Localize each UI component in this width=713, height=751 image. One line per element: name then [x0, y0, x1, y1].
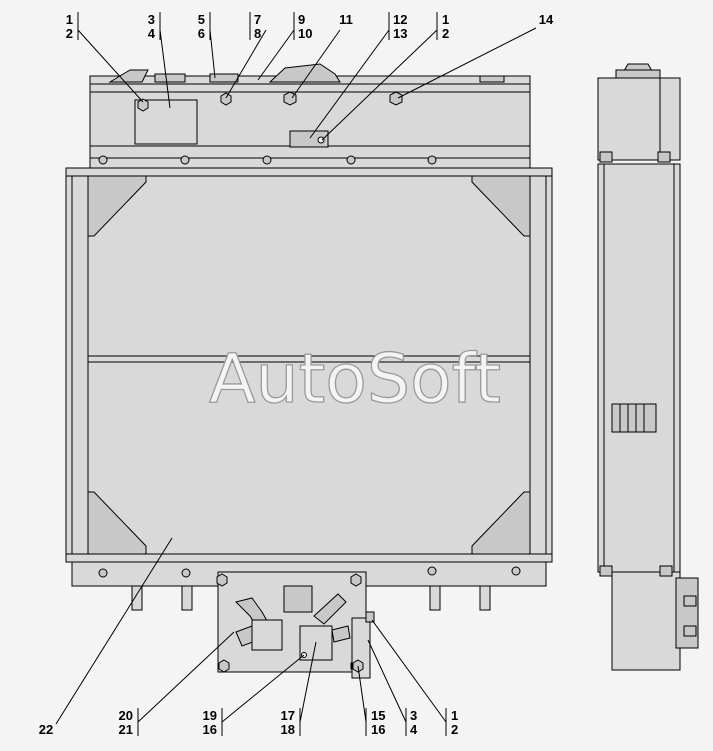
gusset-top-left [87, 175, 147, 237]
svg-text:6: 6 [198, 26, 205, 41]
side-tank-foot [657, 151, 671, 163]
steam-valve [268, 63, 341, 83]
side-bottom-tank [611, 571, 681, 671]
bolt-hex [220, 92, 232, 106]
right-side-channel [529, 169, 553, 557]
svg-text:2: 2 [442, 26, 449, 41]
callout-17-18: 17 18 [281, 708, 301, 737]
callout-5-6: 5 6 [198, 12, 211, 41]
bolt-hex [389, 91, 403, 106]
svg-text:5: 5 [198, 12, 205, 27]
side-outlet [675, 577, 699, 649]
callout-1-2: 1 2 [66, 12, 79, 41]
lower-crossbar [65, 553, 553, 563]
callout-12-13: 12 13 [388, 12, 407, 41]
bottom-tank-nuts [98, 566, 521, 578]
side-top-tank [597, 77, 681, 161]
top-clamp [209, 73, 239, 83]
svg-text:13: 13 [393, 26, 407, 41]
side-outlet-nut [683, 595, 697, 607]
filler-neck [108, 69, 149, 83]
svg-text:2: 2 [451, 722, 458, 737]
svg-text:1: 1 [451, 708, 458, 723]
side-outlet-nut [683, 625, 697, 637]
callout-3-4: 3 4 [148, 12, 161, 41]
callout-9-10: 9 10 [293, 12, 312, 41]
gusset-top-right [471, 175, 531, 237]
svg-text:7: 7 [254, 12, 261, 27]
callout-3-4-bottom: 3 4 [405, 708, 418, 737]
svg-text:16: 16 [203, 722, 217, 737]
svg-text:8: 8 [254, 26, 261, 41]
side-fin-pack [611, 403, 657, 433]
drain-pipe-stub [331, 625, 351, 643]
svg-text:9: 9 [298, 12, 305, 27]
callout-labels: 1 2 3 4 5 6 7 8 9 10 11 12 [39, 12, 554, 737]
bolt-hex [283, 91, 297, 106]
mounting-studs [131, 585, 491, 611]
top-bracket [154, 73, 186, 83]
side-cap-base [615, 69, 661, 79]
svg-text:1: 1 [442, 12, 449, 27]
gusset-bottom-left [87, 491, 147, 555]
sensor-screw [317, 136, 325, 144]
label-plate [134, 99, 198, 145]
bracket-bolt [365, 611, 375, 623]
side-core [597, 163, 681, 573]
callout-11: 11 [339, 12, 353, 27]
svg-text:4: 4 [148, 26, 156, 41]
flange-bolt [216, 573, 228, 587]
svg-text:17: 17 [281, 708, 295, 723]
top-pad [479, 75, 505, 83]
callout-15-16: 15 16 [365, 708, 385, 737]
watermark: AutoSoft [209, 340, 501, 419]
callout-14: 14 [539, 12, 554, 27]
side-lower-foot [599, 565, 613, 577]
side-tank-foot [599, 151, 613, 163]
svg-text:14: 14 [539, 12, 554, 27]
svg-text:20: 20 [119, 708, 133, 723]
svg-text:22: 22 [39, 722, 53, 737]
front-view [65, 63, 553, 679]
svg-text:4: 4 [410, 722, 418, 737]
gusset-bottom-right [471, 491, 531, 555]
svg-text:12: 12 [393, 12, 407, 27]
outlet-pipe-diagonal [313, 593, 347, 625]
callout-22: 22 [39, 722, 53, 737]
sensor-plate [289, 130, 329, 148]
svg-text:16: 16 [371, 722, 385, 737]
upper-crossbar [65, 167, 553, 177]
svg-text:21: 21 [119, 722, 133, 737]
leader-lines [55, 27, 537, 725]
callout-1-2-top-right: 1 2 [436, 12, 449, 41]
callout-7-8: 7 8 [249, 12, 261, 41]
outlet-block-left [251, 619, 283, 651]
callout-20-21: 20 21 [119, 708, 139, 737]
svg-text:2: 2 [66, 26, 73, 41]
svg-text:18: 18 [281, 722, 295, 737]
callout-1-2-bottom: 1 2 [445, 708, 458, 737]
outlet-window [283, 585, 313, 613]
side-view [597, 63, 699, 671]
left-side-channel [65, 169, 89, 557]
bolt-hex [137, 98, 149, 112]
side-lower-foot [659, 565, 673, 577]
svg-text:19: 19 [203, 708, 217, 723]
svg-text:1: 1 [66, 12, 73, 27]
svg-text:15: 15 [371, 708, 385, 723]
flange-bolt [350, 573, 362, 587]
radiator-core [87, 175, 531, 555]
svg-text:11: 11 [339, 12, 353, 27]
tank-mount-nuts [98, 155, 437, 165]
svg-text:10: 10 [298, 26, 312, 41]
callout-19-16: 19 16 [203, 708, 223, 737]
flange-bolt [218, 659, 230, 673]
svg-text:3: 3 [148, 12, 155, 27]
svg-text:3: 3 [410, 708, 417, 723]
